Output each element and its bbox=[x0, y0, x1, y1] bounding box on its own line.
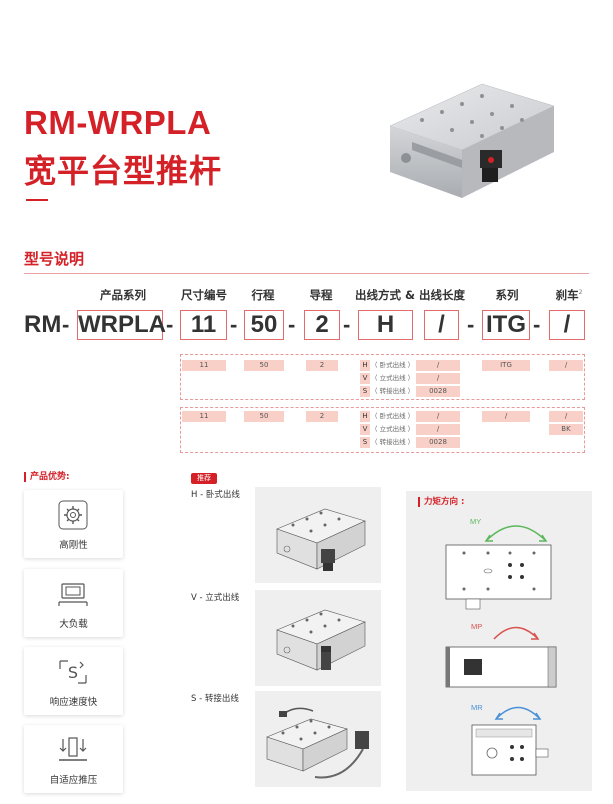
col-label-stroke: 行程 bbox=[251, 288, 275, 302]
option-cell-size: 11 bbox=[182, 411, 226, 422]
variant-label-v: V - 立式出线 bbox=[191, 593, 240, 603]
col-label-brake-text: 刹车 bbox=[555, 288, 579, 302]
variant-image-s bbox=[255, 691, 381, 787]
code-brake-box: / bbox=[549, 310, 585, 340]
option-cell-outlet-letter: V bbox=[360, 373, 370, 384]
code-dash: - bbox=[533, 312, 541, 337]
force-label-mr: MR bbox=[471, 703, 483, 712]
option-cell-brake: / bbox=[549, 411, 583, 422]
variant-label-h: H - 卧式出线 bbox=[191, 490, 240, 500]
option-cell-length: / bbox=[416, 424, 460, 435]
code-stroke-box: 50 bbox=[244, 310, 284, 340]
title-underline bbox=[26, 199, 48, 201]
option-cell-brake: BK bbox=[549, 424, 583, 435]
option-cell-outlet-desc: （ 转接出线 ） bbox=[371, 387, 415, 395]
code-size-box: 11 bbox=[180, 310, 227, 340]
variant-h-illustration bbox=[276, 508, 366, 571]
option-cell-system: ITG bbox=[482, 360, 530, 371]
section-divider bbox=[24, 273, 589, 274]
press-icon bbox=[59, 737, 87, 761]
code-prefix: RM bbox=[24, 311, 62, 338]
option-cell-outlet-desc: （ 立式出线 ） bbox=[371, 425, 415, 433]
col-label-outlet: 出线方式 & 出线长度 bbox=[354, 288, 466, 302]
variant-label-s: S - 转接出线 bbox=[191, 694, 239, 704]
code-lead-box: 2 bbox=[304, 310, 340, 340]
speed-icon: S bbox=[59, 660, 87, 684]
code-system-box: ITG bbox=[482, 310, 530, 340]
force-direction-title: 力矩方向 : bbox=[418, 497, 464, 507]
force-label-mp: MP bbox=[471, 622, 483, 631]
code-dash: - bbox=[166, 312, 174, 337]
col-label-size: 尺寸编号 bbox=[181, 288, 227, 302]
option-cell-brake: / bbox=[549, 360, 583, 371]
variant-v-illustration bbox=[276, 609, 366, 671]
option-cell-length: 0028 bbox=[416, 437, 460, 448]
code-dash: - bbox=[467, 312, 475, 337]
option-cell-outlet-letter: S bbox=[360, 386, 370, 397]
option-cell-outlet-letter: H bbox=[360, 411, 370, 422]
advantage-card-speed: S 响应速度快 bbox=[24, 647, 123, 715]
option-table-2 bbox=[180, 407, 585, 453]
advantage-card-adaptive-press: 自适应推压 bbox=[24, 725, 123, 793]
code-dash: - bbox=[343, 312, 351, 337]
option-cell-length: / bbox=[416, 373, 460, 384]
option-cell-outlet-desc: （ 卧式出线 ） bbox=[371, 412, 415, 420]
advantage-label: 响应速度快 bbox=[49, 697, 98, 708]
gear-icon bbox=[58, 500, 88, 530]
code-dash: - bbox=[62, 312, 70, 337]
option-cell-outlet-desc: （ 转接出线 ） bbox=[371, 438, 415, 446]
option-cell-lead: 2 bbox=[306, 411, 338, 422]
advantage-card-rigidity: 高刚性 bbox=[24, 490, 123, 558]
brake-footnote: 2 bbox=[578, 289, 583, 297]
option-cell-system: / bbox=[482, 411, 530, 422]
option-cell-outlet-letter: H bbox=[360, 360, 370, 371]
advantage-label: 高刚性 bbox=[59, 540, 88, 551]
option-cell-size: 11 bbox=[182, 360, 226, 371]
recommended-badge: 推荐 bbox=[191, 473, 217, 484]
advantage-label: 大负载 bbox=[59, 619, 88, 630]
col-label-system: 系列 bbox=[495, 288, 519, 302]
product-name-title: 宽平台型推杆 bbox=[24, 152, 223, 190]
force-direction-diagrams bbox=[445, 525, 557, 776]
code-outlet-box: H bbox=[358, 310, 413, 340]
product-code-title: RM-WRPLA bbox=[24, 104, 212, 141]
option-table-1 bbox=[180, 354, 585, 400]
option-cell-length: 0028 bbox=[416, 386, 460, 397]
code-dash: - bbox=[288, 312, 296, 337]
advantage-card-load: 大负载 bbox=[24, 569, 123, 637]
advantage-label: 自适应推压 bbox=[49, 775, 98, 786]
code-length-box: / bbox=[424, 310, 459, 340]
option-cell-outlet-letter: S bbox=[360, 437, 370, 448]
product-image bbox=[389, 83, 555, 198]
col-label-series: 产品系列 bbox=[100, 288, 146, 302]
col-label-lead: 导程 bbox=[309, 288, 333, 302]
code-dash: - bbox=[230, 312, 238, 337]
load-icon bbox=[58, 583, 88, 606]
col-label-brake: 刹车2 bbox=[549, 287, 589, 303]
option-cell-length: / bbox=[416, 411, 460, 422]
variant-image-v bbox=[255, 590, 381, 686]
option-cell-outlet-desc: （ 立式出线 ） bbox=[371, 374, 415, 382]
option-cell-stroke: 50 bbox=[244, 360, 284, 371]
force-label-my: MY bbox=[470, 517, 482, 526]
section-title-model: 型号说明 bbox=[24, 250, 85, 268]
option-cell-outlet-desc: （ 卧式出线 ） bbox=[371, 361, 415, 369]
advantages-title: 产品优势: bbox=[24, 472, 70, 482]
svg-text:S: S bbox=[68, 663, 78, 682]
option-cell-lead: 2 bbox=[306, 360, 338, 371]
option-cell-stroke: 50 bbox=[244, 411, 284, 422]
variant-image-h bbox=[255, 487, 381, 583]
variant-s-illustration bbox=[266, 707, 369, 779]
option-cell-outlet-letter: V bbox=[360, 424, 370, 435]
code-series-box: WRPLA bbox=[77, 310, 166, 340]
option-cell-length: / bbox=[416, 360, 460, 371]
